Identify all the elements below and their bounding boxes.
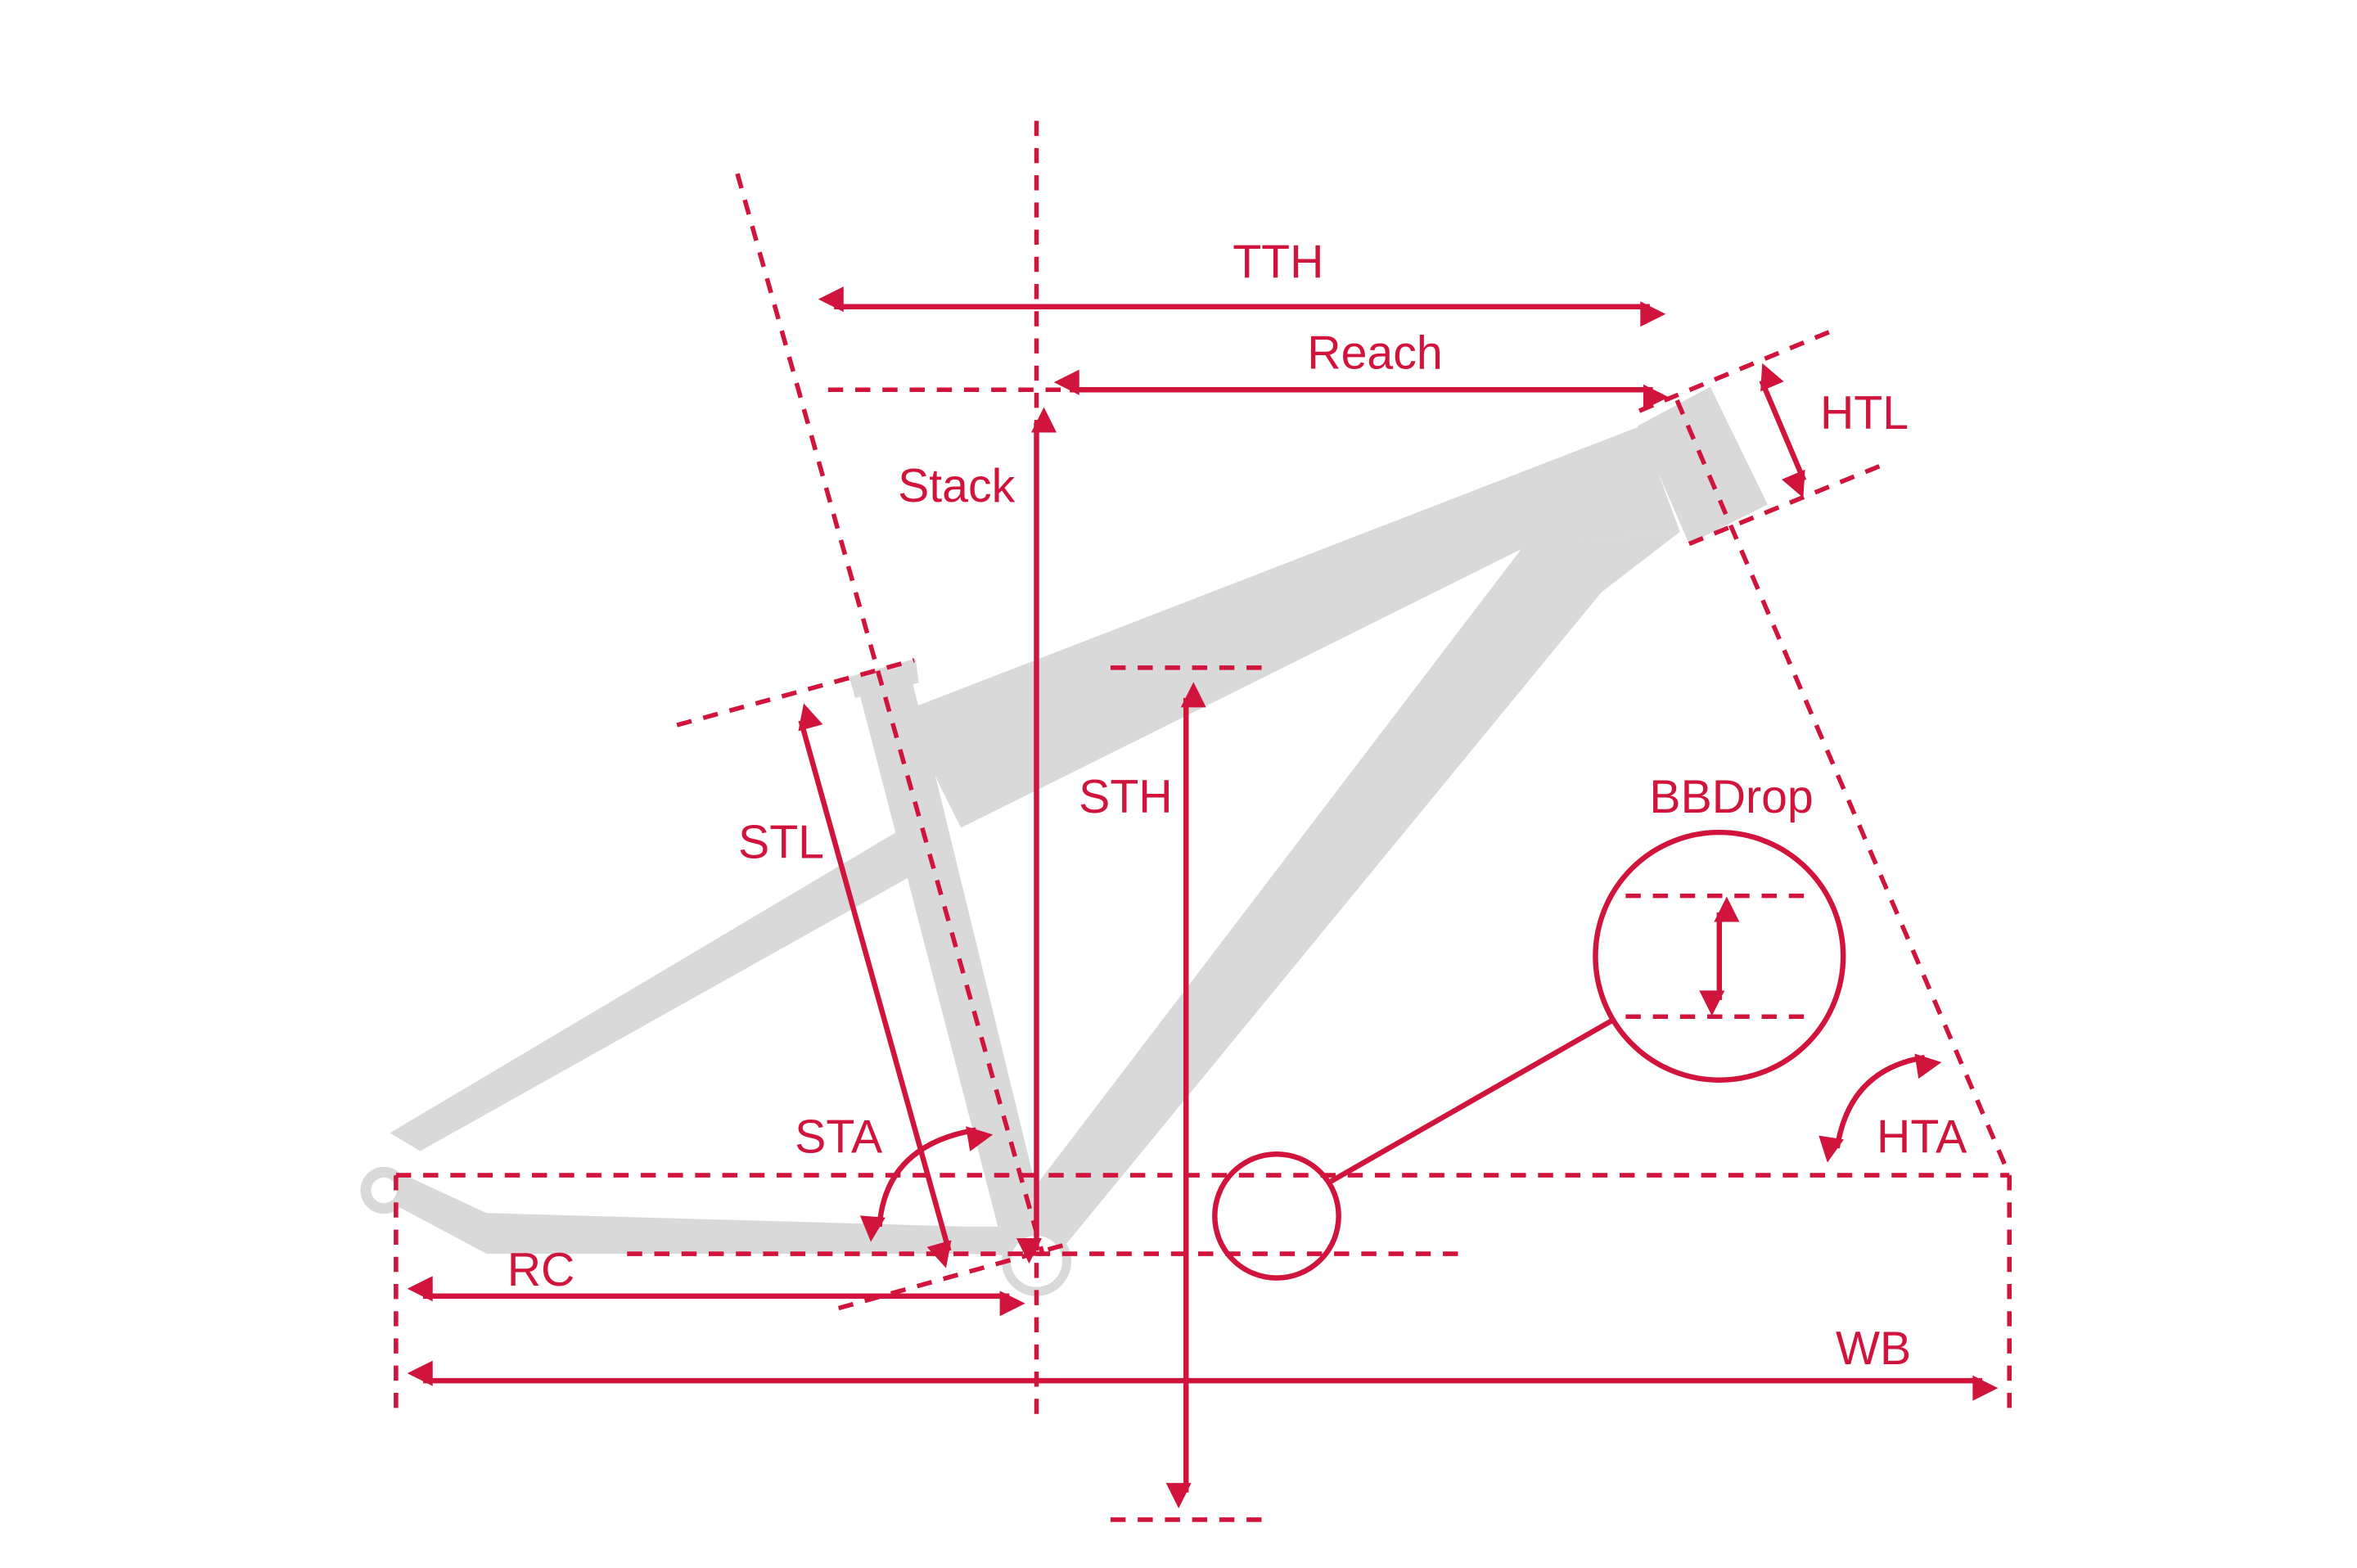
htl-top-reference (1638, 327, 1837, 413)
seat-clamp (849, 658, 919, 698)
sth-label: STH (1079, 771, 1172, 823)
seat-stay (390, 827, 922, 1151)
hta-arrow (1818, 1053, 1942, 1163)
htl-bottom-reference (1688, 462, 1886, 547)
stl-label: STL (738, 816, 824, 868)
seat-tube-axis (735, 173, 1045, 1255)
head-tube-axis (1674, 399, 2012, 1177)
stack-label: Stack (898, 460, 1015, 512)
htl-arrow (1759, 363, 1807, 498)
htl-label: HTL (1820, 387, 1909, 439)
rc-label: RC (507, 1244, 575, 1296)
bbdrop-detail-circle (1593, 829, 1846, 1084)
bb-detail-marker (1212, 1151, 1341, 1281)
reach-label: Reach (1307, 327, 1442, 379)
sta-arrow (859, 1126, 994, 1242)
bbdrop-leader (1329, 1017, 1616, 1184)
tth-label: TTH (1233, 237, 1323, 289)
wb-label: WB (1836, 1322, 1911, 1375)
sta-label: STA (795, 1111, 883, 1163)
head-tube (1638, 386, 1768, 544)
bbdrop-label: BBDrop (1649, 771, 1813, 823)
top-tube (906, 426, 1680, 828)
stl-reference (676, 657, 915, 728)
bike-frame (360, 386, 1768, 1296)
hta-label: HTA (1877, 1111, 1967, 1163)
rear-dropout (360, 1166, 408, 1214)
